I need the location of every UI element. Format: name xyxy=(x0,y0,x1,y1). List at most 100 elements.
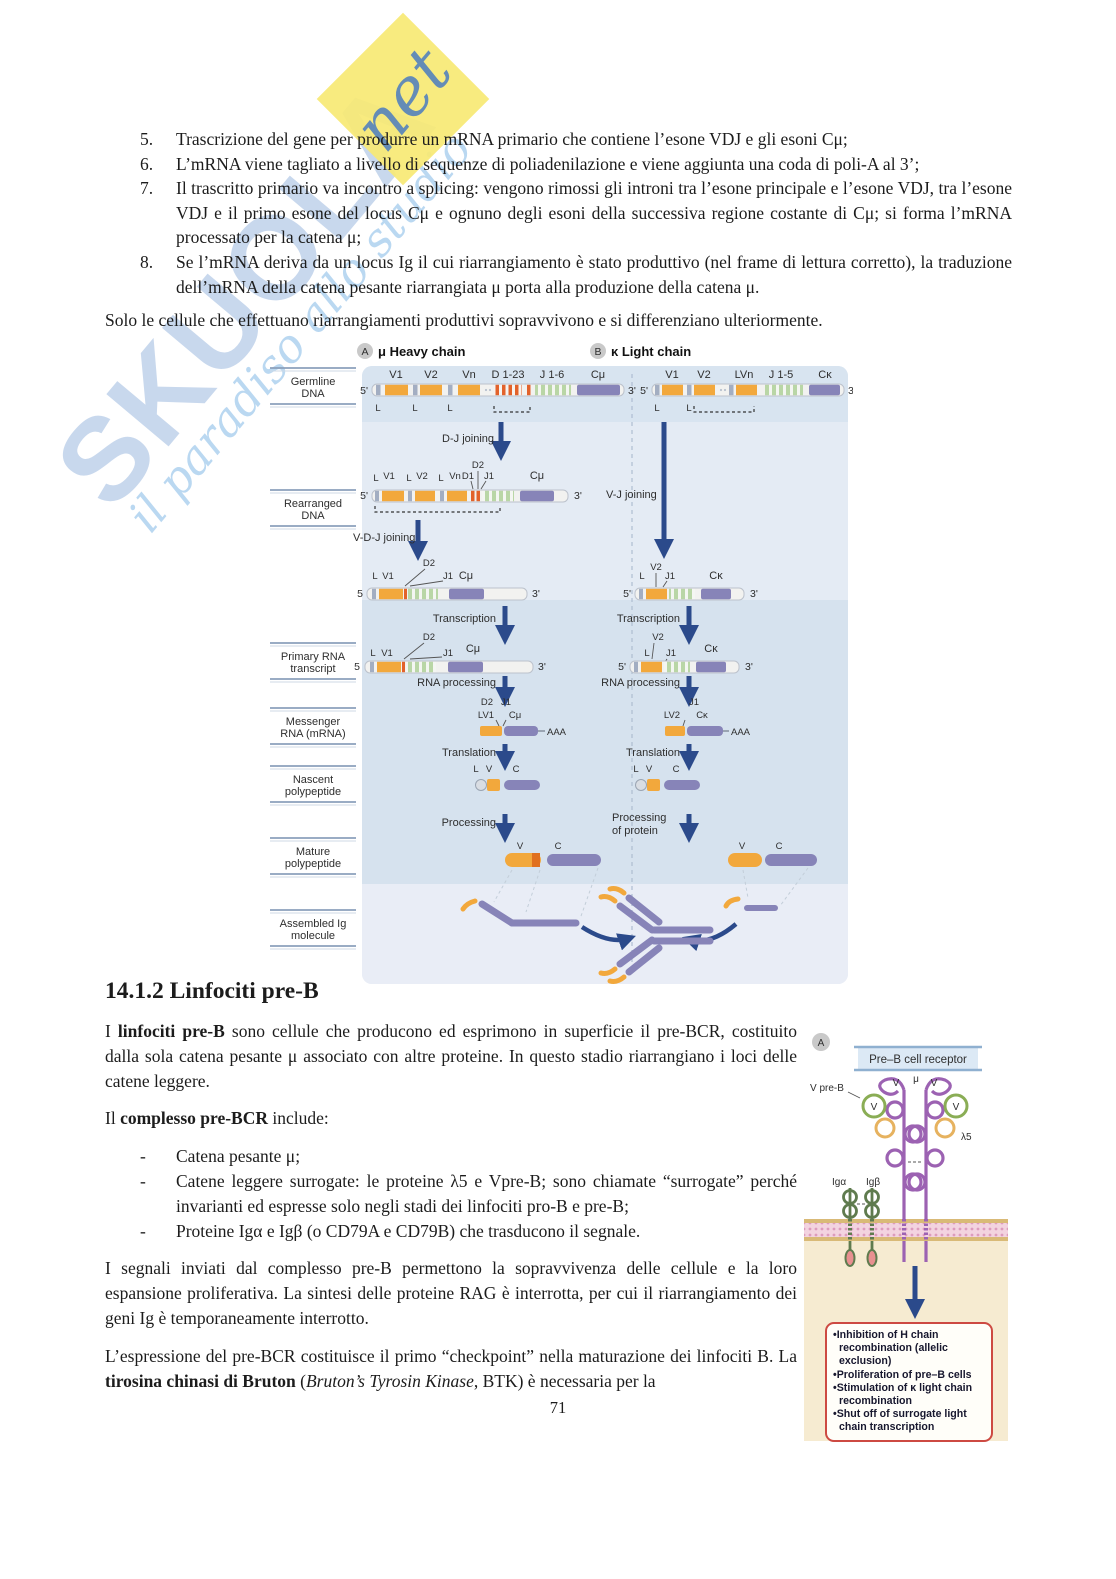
svg-text:Mature: Mature xyxy=(296,846,330,858)
svg-text:L: L xyxy=(438,473,443,484)
paragraph: Il complesso pre-BCR include: xyxy=(105,1108,329,1129)
svg-text:D1: D1 xyxy=(462,471,474,482)
v-exon xyxy=(665,726,685,736)
v-domain xyxy=(487,779,500,791)
svg-text:3': 3' xyxy=(750,588,758,600)
svg-text:Germline: Germline xyxy=(291,376,336,388)
v-domain-junction xyxy=(532,853,540,867)
c-mu-segment xyxy=(449,588,484,600)
heavy-vdj-rearranged: D2 L V1 J1 Cμ 5 3' Transcription xyxy=(357,558,540,646)
svg-text:V: V xyxy=(739,841,746,852)
svg-text:L: L xyxy=(633,764,638,775)
svg-text:Cμ: Cμ xyxy=(509,710,521,721)
processing-of-protein-label-1: Processing xyxy=(612,812,666,824)
svg-text:L: L xyxy=(686,403,691,414)
dj-bracket xyxy=(493,406,531,413)
svg-text:J1: J1 xyxy=(501,697,511,708)
list-item: 8. Se l’mRNA deriva da un locus Ig il cu… xyxy=(140,250,1012,299)
svg-text:L: L xyxy=(639,571,644,582)
panel-a-letter: A xyxy=(818,1038,825,1049)
row-label-germline: Germline DNA xyxy=(270,367,356,408)
svg-text:5': 5' xyxy=(360,385,368,397)
c-domain xyxy=(547,854,601,866)
numbered-list: 5. Trascrizione del gene per produrre un… xyxy=(140,127,1012,299)
ig-beta-label: Igβ xyxy=(866,1177,880,1188)
svg-text:D2: D2 xyxy=(481,697,493,708)
svg-text:Cκ: Cκ xyxy=(696,710,708,721)
figure1-header: A μ Heavy chain B κ Light chain xyxy=(357,343,691,359)
svg-text:D2: D2 xyxy=(472,460,484,471)
j-segments xyxy=(664,661,690,673)
svg-text:5': 5' xyxy=(360,490,368,502)
panel-a-badge xyxy=(812,1033,830,1051)
v-segment xyxy=(662,384,683,396)
heavy-dj-rearranged: L V1 L V2 L Vn D1 D2 J1 Cμ 5' 3' xyxy=(353,460,582,562)
polya-label: AAA xyxy=(731,727,751,738)
heavy-chain-tip xyxy=(460,898,478,912)
lambda5-domain xyxy=(874,1117,896,1139)
row-label-primary-rna: Primary RNA transcript xyxy=(270,642,356,683)
svg-text:D2: D2 xyxy=(423,632,435,643)
v-segment xyxy=(415,490,435,502)
c-exon xyxy=(504,726,538,736)
assembly-arrow-left xyxy=(580,925,636,951)
rna-processing-label: RNA processing xyxy=(417,677,496,689)
list-item-number: 5. xyxy=(140,129,154,149)
svg-text:5': 5' xyxy=(618,661,626,673)
intro-paragraph: Solo le cellule che effettuano riarrangi… xyxy=(105,310,823,330)
c-kappa-segment xyxy=(809,384,840,396)
mu-label: μ xyxy=(913,1074,919,1085)
svg-text:V: V xyxy=(893,1078,900,1089)
svg-text:Cκ: Cκ xyxy=(818,369,832,381)
svg-text:Primary RNA: Primary RNA xyxy=(281,651,346,663)
svg-text:DNA: DNA xyxy=(301,510,325,522)
v-exon xyxy=(480,726,502,736)
row-label-nascent: Nascent polypeptide xyxy=(270,765,356,806)
section-heading: 14.1.2 Linfociti pre-B xyxy=(105,978,319,1004)
svg-text:L: L xyxy=(412,403,417,414)
svg-text:V1: V1 xyxy=(382,571,394,582)
j-segments xyxy=(669,588,695,600)
row-label-mature: Mature polypeptide xyxy=(270,837,356,878)
svg-text:5: 5 xyxy=(354,661,360,673)
outcome-item: Shut off of surrogate light chain transc… xyxy=(833,1408,987,1434)
list-item-number: 7. xyxy=(140,178,154,199)
paragraph: I segnali inviati dal complesso pre-B pe… xyxy=(105,1258,797,1328)
l-segment xyxy=(729,384,734,396)
mu-chain-curl xyxy=(878,1077,906,1096)
v-segment xyxy=(646,588,667,600)
svg-text:V2: V2 xyxy=(697,369,710,381)
section-1412: 14.1.2 Linfociti pre-B I linfociti pre-B… xyxy=(105,978,797,1406)
svg-text:V: V xyxy=(931,1078,938,1089)
svg-text:DNA: DNA xyxy=(301,388,325,400)
bullet-marker: - xyxy=(140,1170,146,1191)
v-preb-label: V pre-B xyxy=(810,1083,844,1094)
v-segment xyxy=(377,661,401,673)
list-item-number: 6. xyxy=(140,153,154,174)
panel-a-letter: A xyxy=(361,346,368,358)
paragraph: L’espressione del pre-BCR costituisce il… xyxy=(105,1345,797,1391)
outcome-item: Inhibition of H chain recombination (all… xyxy=(833,1329,987,1369)
svg-text:5': 5' xyxy=(640,385,648,397)
svg-text:J1: J1 xyxy=(689,697,699,708)
figure1-panel-background xyxy=(362,366,848,984)
svg-text:D 1-23: D 1-23 xyxy=(491,369,524,381)
list-item: 6. L’mRNA viene tagliato a livello di se… xyxy=(140,152,1012,177)
svg-text:L: L xyxy=(473,764,478,775)
svg-text:Rearranged: Rearranged xyxy=(284,498,342,510)
v-segment xyxy=(382,490,404,502)
svg-text:Cμ: Cμ xyxy=(530,470,544,482)
c-mu-segment xyxy=(577,384,620,396)
svg-text:L: L xyxy=(370,648,375,659)
transcription-label: Transcription xyxy=(617,613,680,625)
heavy-primary-rna: D2 L V1 J1 Cμ 5 3' RNA processing xyxy=(354,632,546,708)
rna-processing-label: RNA processing xyxy=(601,677,680,689)
panel-b-letter: B xyxy=(594,346,601,358)
v-preb-domain xyxy=(861,1093,887,1119)
svg-text:J1: J1 xyxy=(443,571,453,582)
svg-text:V: V xyxy=(871,1102,878,1113)
antibody-molecule xyxy=(598,886,714,984)
light-chain-tip xyxy=(723,896,741,909)
heavy-germline-dna: V1 V2 Vn D 1-23 J 1-6 Cμ 5' 3' L L L xyxy=(360,369,636,462)
